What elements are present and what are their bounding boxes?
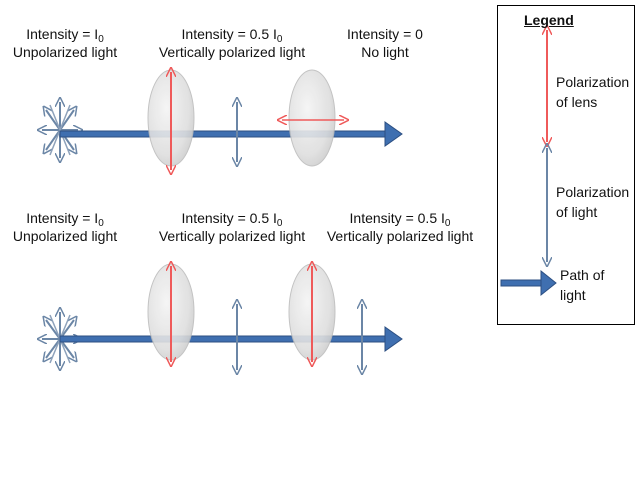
row1-end-intensity: Intensity = 0 xyxy=(347,26,423,42)
legend-light-line2: of light xyxy=(556,204,598,220)
legend-box xyxy=(497,5,635,325)
row1-end-label: Intensity = 0 No light xyxy=(330,25,440,61)
row1-middle-desc: Vertically polarized light xyxy=(158,44,306,60)
legend-light-path-label: Path of light xyxy=(560,265,604,305)
row2-source-label: Intensity = I0 Unpolarized light xyxy=(0,209,130,245)
legend-title: Legend xyxy=(524,12,574,28)
legend-path-line2: light xyxy=(560,287,586,303)
legend-light-path-arrow xyxy=(500,269,557,297)
row1-starburst-icon xyxy=(42,102,78,158)
legend-light-line1: Polarization xyxy=(556,184,630,200)
legend-lens-line2: of lens xyxy=(556,94,598,110)
row2-middle-label: Intensity = 0.5 I0 Vertically polarized … xyxy=(140,209,324,245)
row1-source-intensity: Intensity = I xyxy=(26,26,99,42)
row2-end-label: Intensity = 0.5 I0 Vertically polarized … xyxy=(318,209,482,245)
legend-lens-polarization-label: Polarization of lens xyxy=(556,72,629,112)
row1-end-desc: No light xyxy=(361,44,409,60)
row1-light-path-arrow xyxy=(59,121,403,147)
row1-source-label: Intensity = I0 Unpolarized light xyxy=(0,25,130,61)
row2-end-intensity: Intensity = 0.5 I xyxy=(349,210,445,226)
row1-middle-label: Intensity = 0.5 I0 Vertically polarized … xyxy=(140,25,324,61)
row2-source-intensity: Intensity = I xyxy=(26,210,99,226)
row2-source-desc: Unpolarized light xyxy=(12,228,118,244)
row2-middle-desc: Vertically polarized light xyxy=(158,228,306,244)
row2-middle-subscript: 0 xyxy=(276,218,283,229)
row2-end-desc: Vertically polarized light xyxy=(326,228,474,244)
row1-lens2 xyxy=(288,69,336,167)
row2-end-subscript: 0 xyxy=(444,218,451,229)
row2-source-subscript: 0 xyxy=(98,218,104,229)
row2-light-path-arrow xyxy=(59,326,403,352)
row1-source-subscript: 0 xyxy=(98,34,104,45)
legend-path-line1: Path of xyxy=(560,267,605,283)
legend-light-polarization-label: Polarization of light xyxy=(556,182,629,222)
legend-lens-line1: Polarization xyxy=(556,74,630,90)
row1-middle-subscript: 0 xyxy=(276,34,283,45)
row1-source-desc: Unpolarized light xyxy=(12,44,118,60)
row1-middle-intensity: Intensity = 0.5 I xyxy=(181,26,277,42)
row2-middle-intensity: Intensity = 0.5 I xyxy=(181,210,277,226)
